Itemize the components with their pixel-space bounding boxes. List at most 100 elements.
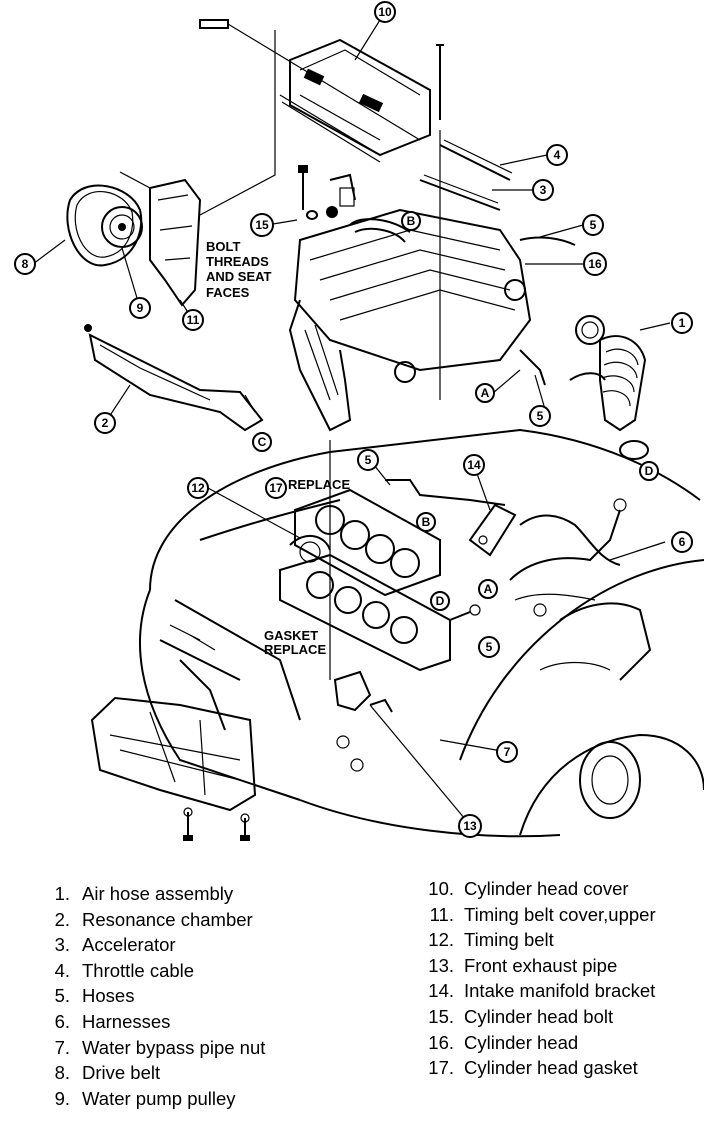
bolt-threads-note: BOLT THREADS AND SEAT FACES (206, 239, 272, 300)
callout-16: 16 (583, 252, 607, 276)
legend-item-text: Accelerator (82, 934, 176, 956)
svg-text:A: A (484, 582, 493, 596)
legend-item-text: Cylinder head gasket (464, 1057, 638, 1079)
callout-14: 14 (463, 454, 485, 476)
callout-7: 7 (496, 741, 518, 763)
svg-text:15: 15 (255, 218, 269, 232)
svg-text:5: 5 (537, 409, 544, 423)
air-hose-assembly (569, 335, 649, 460)
callout-4: 4 (546, 144, 568, 166)
callout-10: 10 (374, 1, 396, 23)
svg-text:8: 8 (22, 257, 29, 271)
callout-b-lower: B (416, 512, 436, 532)
svg-text:13: 13 (463, 819, 477, 833)
svg-text:FACES: FACES (206, 285, 250, 300)
callout-1: 1 (671, 312, 693, 334)
callout-5-lower-right: 5 (478, 636, 500, 658)
callout-d-lower: D (430, 591, 450, 611)
legend-item-number: 2. (54, 908, 70, 930)
callout-5-lower-left: 5 (357, 449, 379, 471)
callout-c: C (252, 432, 272, 452)
legend-item-number: 5. (54, 985, 70, 1007)
svg-text:16: 16 (588, 257, 602, 271)
legend-item-text: Cylinder head bolt (464, 1005, 614, 1027)
svg-text:7: 7 (504, 745, 511, 759)
legend-item: 9. Water pump pulley (30, 1086, 265, 1112)
front-exhaust-pipe (333, 670, 393, 772)
svg-text:GASKET: GASKET (264, 628, 318, 643)
callout-11: 11 (182, 309, 204, 331)
legend-item-text: Resonance chamber (82, 908, 253, 930)
legend-item-number: 6. (54, 1010, 70, 1032)
legend-item-text: Hoses (82, 985, 135, 1007)
legend-item: 6. Harnesses (30, 1009, 265, 1035)
leader-lines (32, 11, 671, 826)
callout-12: 12 (187, 477, 209, 499)
car-body (139, 428, 704, 838)
legend-item-text: Water bypass pipe nut (82, 1036, 266, 1058)
hoses (385, 479, 506, 621)
callout-d-upper: D (639, 461, 659, 481)
legend-item-text: Throttle cable (82, 959, 195, 981)
legend-item-text: Cylinder head cover (464, 878, 629, 899)
timing-belt-area (66, 30, 276, 307)
legend-item-number: 7. (54, 1036, 70, 1058)
callout-17: 17 (265, 477, 287, 499)
legend-item: 5. Hoses (30, 983, 265, 1009)
svg-text:17: 17 (269, 481, 283, 495)
svg-text:A: A (481, 386, 490, 400)
legend-item-number: 14. (428, 980, 454, 1002)
svg-text:1: 1 (679, 316, 686, 330)
cylinder-head-bolts (298, 165, 356, 220)
callout-5-middle: 5 (529, 405, 551, 427)
legend-item: 2. Resonance chamber (30, 907, 265, 933)
callout-5-upper: 5 (582, 214, 604, 236)
svg-text:3: 3 (540, 183, 547, 197)
legend-item-text: Intake manifold bracket (464, 980, 656, 1002)
callout-3: 3 (532, 179, 554, 201)
legend-item-number: 15. (428, 1005, 454, 1027)
throttle-cable-parts (419, 139, 513, 211)
legend-item: 16.Cylinder head (396, 1030, 656, 1056)
legend-item-number: 3. (54, 934, 70, 956)
legend-item-text: Timing belt cover,upper (464, 903, 656, 925)
legend-item: 14. Intake manifold bracket (396, 978, 656, 1004)
legend-item-number: 17. (428, 1057, 454, 1079)
svg-text:2: 2 (102, 416, 109, 430)
legend-item: 17. Cylinder head gasket (396, 1055, 656, 1081)
svg-text:6: 6 (679, 535, 686, 549)
callout-15: 15 (250, 213, 274, 237)
legend-item-number: 9. (54, 1087, 70, 1109)
svg-text:D: D (436, 594, 445, 608)
callout-13: 13 (458, 814, 482, 838)
engine-undercover (90, 696, 257, 841)
legend-item-number: 10. (428, 878, 454, 899)
callout-8: 8 (14, 253, 36, 275)
callout-b-head: B (401, 211, 421, 231)
engine-exploded-diagram: BOLT THREADS AND SEAT FACES REPLACE GASK… (14, 1, 704, 841)
svg-text:11: 11 (187, 313, 200, 327)
cylinder-head-cover (199, 19, 444, 163)
svg-text:D: D (645, 464, 654, 478)
callout-9: 9 (129, 297, 151, 319)
svg-text:THREADS: THREADS (206, 254, 269, 269)
svg-text:BOLT: BOLT (206, 239, 240, 254)
legend-item: 7. Water bypass pipe nut (30, 1035, 266, 1061)
legend-item-text: Water pump pulley (82, 1087, 236, 1109)
legend-item-number: 11. (429, 903, 454, 925)
legend-item: 1.Air hose assembly (30, 881, 265, 907)
svg-text:B: B (422, 515, 431, 529)
legend-item-number: 13. (428, 954, 454, 976)
svg-text:C: C (258, 435, 267, 449)
legend-item-text: Harnesses (82, 1010, 171, 1032)
legend-item-text: Air hose assembly (82, 883, 234, 904)
legend-item: 4.Throttle cable (30, 958, 265, 984)
svg-text:12: 12 (191, 481, 205, 495)
svg-text:B: B (407, 214, 416, 228)
legend-item: 15. Cylinder head bolt (396, 1004, 656, 1030)
svg-text:14: 14 (467, 458, 481, 472)
callout-6: 6 (671, 531, 693, 553)
parts-legend-right: 10. Cylinder head cover 11. Timing belt cov… (396, 876, 656, 1081)
cylinder-head-assembly (288, 208, 605, 432)
